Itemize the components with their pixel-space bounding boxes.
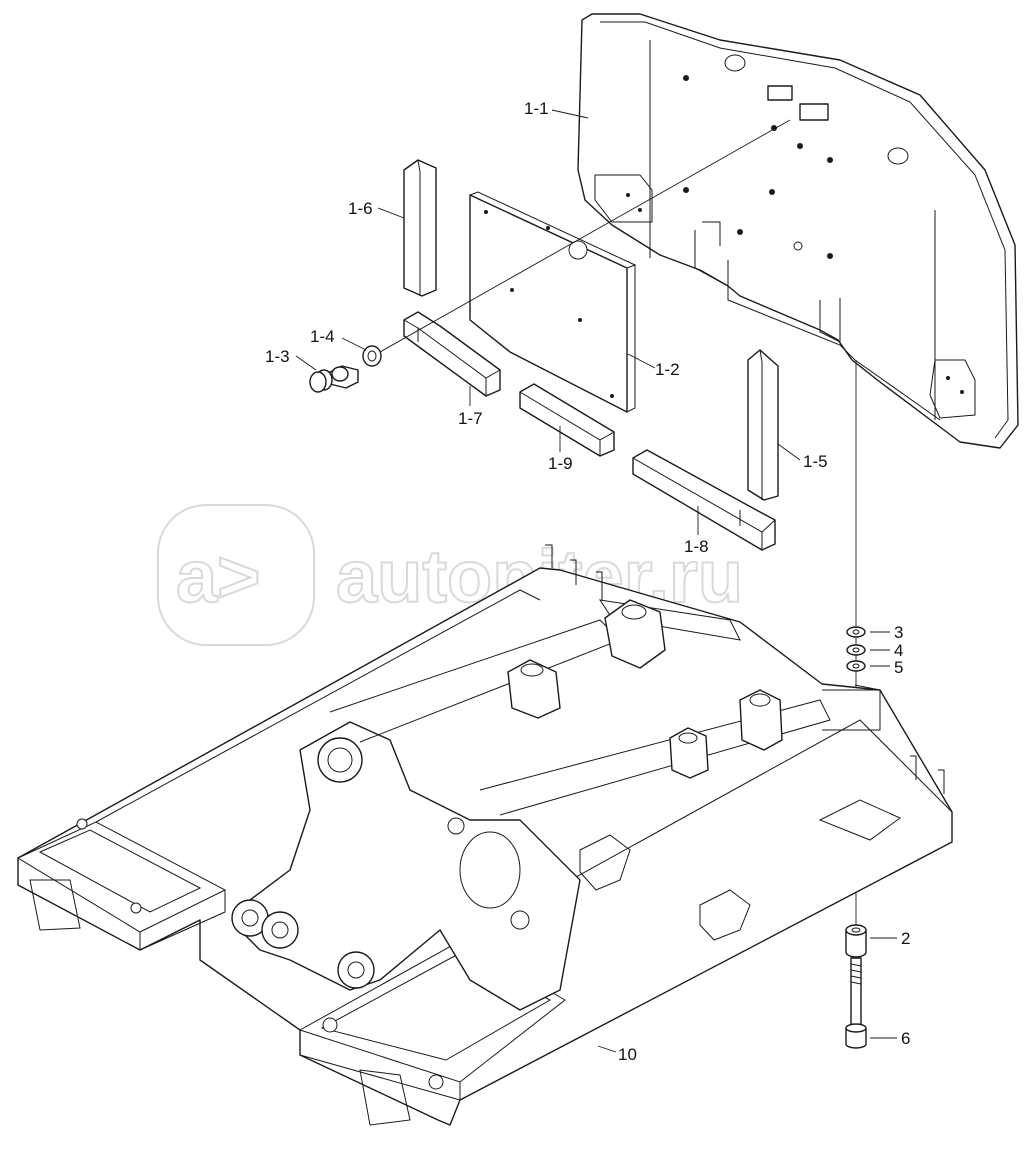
spacer: [845, 924, 867, 958]
label-10: 10: [618, 1045, 637, 1064]
bolt: [309, 365, 359, 393]
washer-1: [846, 626, 866, 638]
label-3: 3: [894, 623, 903, 642]
long-bolt: [845, 957, 867, 1049]
label-1-8: 1-8: [684, 537, 709, 556]
leader-lines: [295, 109, 897, 1053]
watermark-logo-frame: [157, 504, 315, 646]
label-1-4: 1-4: [310, 327, 335, 346]
bar-lower-short: [519, 383, 615, 457]
label-1-7: 1-7: [458, 409, 483, 428]
label-4: 4: [894, 641, 903, 660]
washer-small: [362, 345, 382, 367]
label-6: 6: [901, 1029, 910, 1048]
counterweight: [577, 13, 1019, 449]
block-right: [747, 349, 779, 501]
label-1-2: 1-2: [655, 360, 680, 379]
block-left: [403, 159, 437, 297]
frame: [16, 544, 953, 1126]
bar-lower-long: [632, 449, 776, 551]
callout-labels: 1-1 1-2 1-3 1-4 1-5 1-6 1-7 1-8 1-9 2 3 …: [265, 99, 910, 1064]
label-1-3: 1-3: [265, 347, 290, 366]
label-5: 5: [894, 658, 903, 677]
label-1-9: 1-9: [548, 454, 573, 473]
watermark-logo-glyph: a>: [176, 535, 260, 618]
label-1-1: 1-1: [524, 99, 549, 118]
label-1-6: 1-6: [348, 199, 373, 218]
plate: [469, 191, 637, 413]
label-1-5: 1-5: [803, 452, 828, 471]
bar-upper: [403, 311, 501, 397]
bolt-axis-line: [379, 119, 791, 353]
label-2: 2: [901, 929, 910, 948]
washer-3: [846, 660, 866, 672]
washer-2: [846, 644, 866, 656]
